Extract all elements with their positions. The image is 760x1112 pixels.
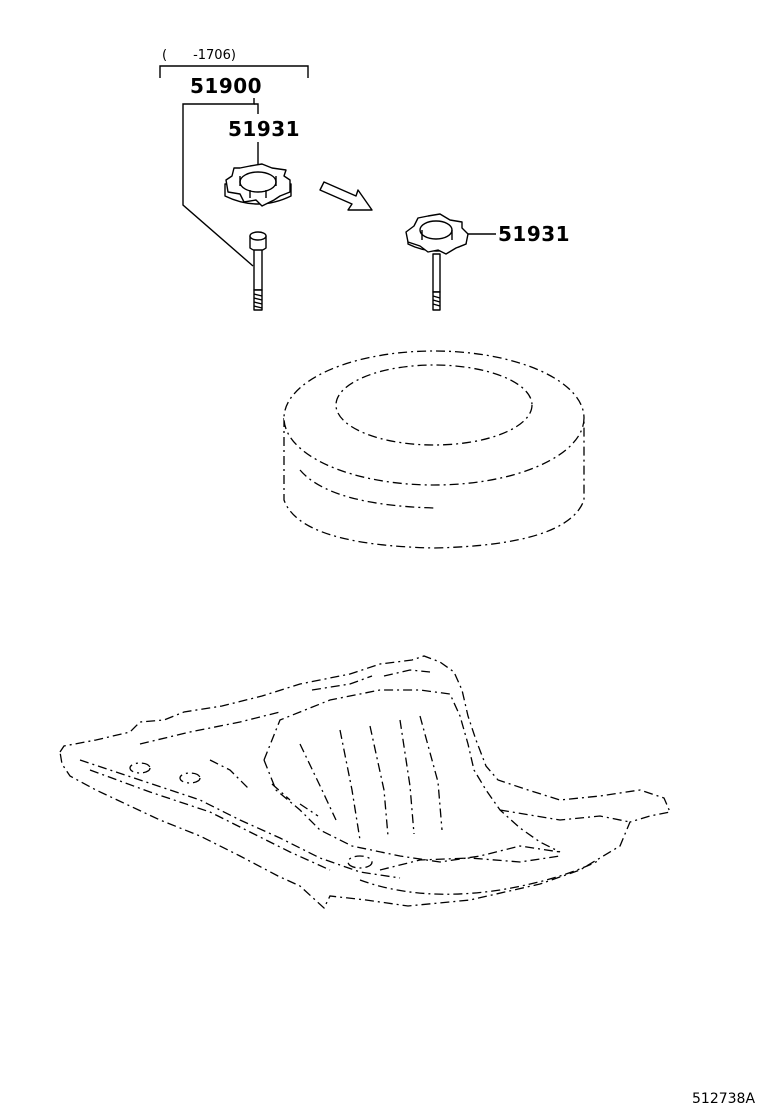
part-number-51931-right: 51931 — [498, 222, 570, 246]
spare-wheel-clamp-nut — [224, 163, 292, 207]
applicability-bracket: ( -1706) — [159, 48, 309, 78]
spare-tire — [283, 350, 585, 549]
part-number-51900: 51900 — [190, 74, 262, 98]
part-number-51931-upper: 51931 — [228, 117, 300, 141]
rear-floor-pan — [59, 655, 671, 910]
leader-lines — [182, 98, 496, 267]
illustration-code: 512738A — [692, 1091, 755, 1107]
spare-wheel-bolt — [249, 231, 267, 311]
spare-wheel-clamp-assembled — [405, 213, 469, 311]
arrow-icon — [319, 181, 373, 211]
applicability-note: ( -1706) — [162, 48, 236, 63]
